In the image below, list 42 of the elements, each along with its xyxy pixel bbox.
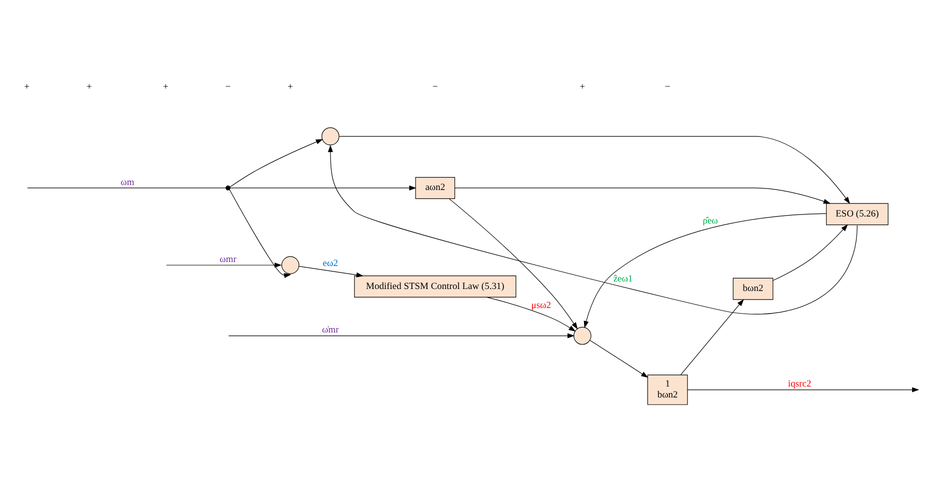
node-box: bωn2 xyxy=(732,277,774,300)
arrow xyxy=(687,386,920,392)
node-box: aωn2 xyxy=(415,176,456,198)
label: + xyxy=(580,82,586,92)
arrow xyxy=(229,188,292,278)
edge-label: ωmr xyxy=(220,254,236,265)
node-circle xyxy=(574,326,592,344)
node-box: ESO (5.26) xyxy=(826,202,888,225)
edge-label: ρ̂eω xyxy=(702,216,718,226)
arrow xyxy=(230,138,324,187)
label: − xyxy=(225,82,231,92)
label: + xyxy=(24,82,30,92)
arrow xyxy=(680,298,744,375)
arrow xyxy=(584,212,827,328)
arrow xyxy=(772,224,848,280)
arrow xyxy=(228,332,575,338)
node-box: 1 bωn2 xyxy=(647,374,688,404)
arrow xyxy=(298,266,364,277)
edge-label: eω2 xyxy=(322,258,338,269)
node-box: Modified STSM Control Law (5.31) xyxy=(354,275,516,297)
arrow xyxy=(328,144,858,314)
arrow xyxy=(448,198,578,329)
edge-label: ω̇mr xyxy=(322,325,339,336)
node-dot xyxy=(226,185,230,190)
node-circle xyxy=(281,256,300,274)
arrow xyxy=(338,136,850,204)
edge-label: ωm xyxy=(120,177,134,188)
arrow xyxy=(590,339,648,378)
label: − xyxy=(664,82,670,92)
arrow xyxy=(166,262,282,268)
label: + xyxy=(163,82,168,92)
arrow xyxy=(454,187,831,204)
label: − xyxy=(432,82,438,92)
label: + xyxy=(288,82,294,92)
edge-label: μsω2 xyxy=(531,300,552,310)
edge-label: iqsrc2 xyxy=(788,379,812,390)
connector xyxy=(27,187,226,188)
node-circle xyxy=(322,126,340,145)
edge-label: ẑeω1 xyxy=(613,274,633,284)
arrow xyxy=(486,296,576,332)
arrow xyxy=(230,184,416,190)
label: + xyxy=(86,82,92,92)
